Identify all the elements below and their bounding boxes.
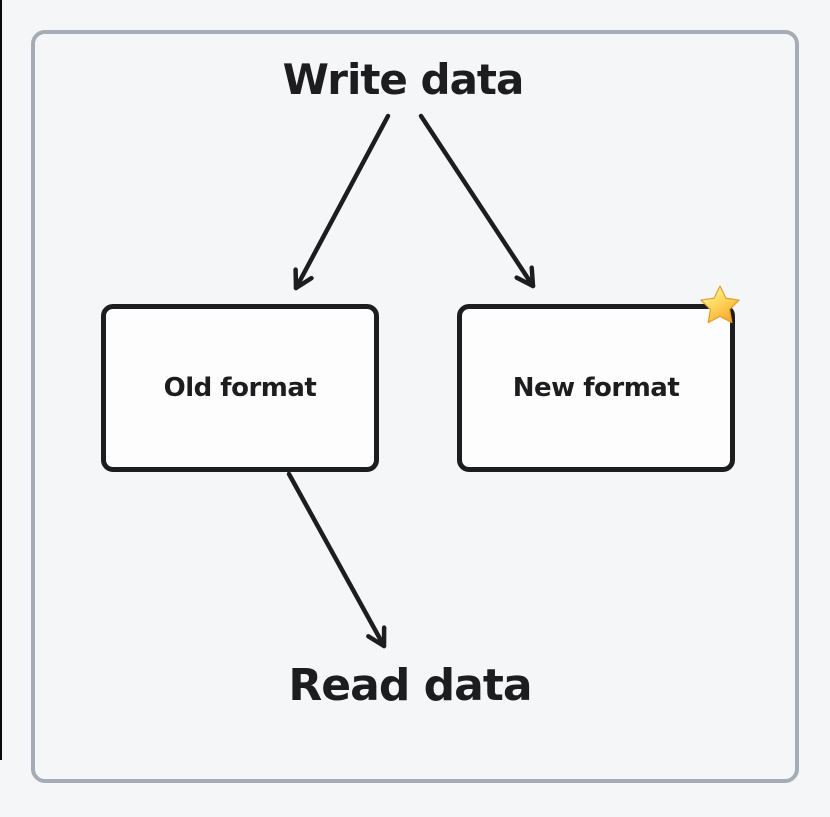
read-data-label: Read data	[288, 660, 532, 711]
node-new-format: New format	[457, 285, 740, 472]
node-old-format: Old format	[101, 304, 379, 472]
diagram-title: Write data	[282, 55, 525, 104]
node-new-format-label: New format	[512, 373, 680, 403]
star-icon	[700, 285, 740, 324]
node-old-format-label: Old format	[163, 373, 317, 403]
screen-edge-line	[0, 0, 2, 760]
